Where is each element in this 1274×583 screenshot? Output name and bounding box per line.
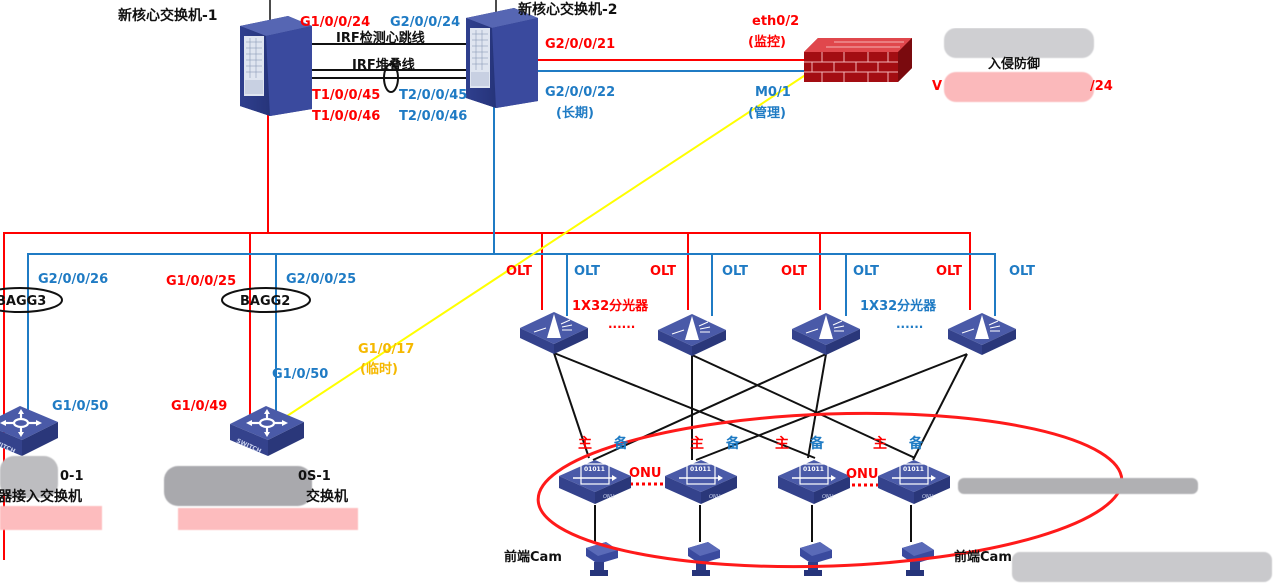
primary-label-3: 主 — [775, 435, 789, 452]
splitter-label-1: 1X32分光器 — [572, 298, 649, 314]
port-g2-0-0-22-note: (长期) — [556, 105, 594, 121]
olt-label-4: OLT — [722, 264, 748, 279]
irf-stack-label: IRF堆叠线 — [352, 57, 415, 73]
port-g1-0-0-25: G1/0/0/25 — [166, 274, 236, 289]
splitter-ellipsis-1: ...... — [608, 317, 635, 331]
labels: 新核心交换机-1 新核心交换机-2 G1/0/0/24 G2/0/0/24 IR… — [0, 1, 1113, 565]
backup-label-2: 备 — [725, 435, 741, 452]
firewall-port-suffix: /24 — [1090, 79, 1113, 94]
camera-label-right: 前端Cam — [954, 549, 1012, 565]
splitter-4[interactable] — [947, 312, 1017, 356]
core-switch-2-title: 新核心交换机-2 — [518, 1, 618, 18]
link-lines — [0, 0, 996, 560]
olt-label-1: OLT — [506, 264, 532, 279]
olt-label-5: OLT — [781, 264, 807, 279]
port-g2-0-0-22: G2/0/0/22 — [545, 85, 615, 100]
splitter-ellipsis-2: ...... — [896, 317, 923, 331]
olt-label-3: OLT — [650, 264, 676, 279]
left-switch-name-suffix: 0-1 — [60, 469, 84, 484]
port-g1-0-50-left: G1/0/50 — [52, 399, 108, 414]
irf-heartbeat-label: IRF检测心跳线 — [336, 30, 425, 46]
onu-label-2: ONU — [846, 467, 879, 482]
camera-3[interactable] — [800, 542, 832, 576]
port-g1-0-49: G1/0/49 — [171, 399, 227, 414]
port-g2-0-0-26: G2/0/0/26 — [38, 272, 108, 287]
bagg2-label: BAGG2 — [240, 294, 290, 309]
firewall-device[interactable] — [804, 38, 912, 82]
splitter-3[interactable] — [791, 312, 861, 356]
bagg2-ellipse — [221, 287, 311, 313]
access-switch-left[interactable] — [0, 404, 60, 458]
port-g2-0-0-21: G2/0/0/21 — [545, 37, 615, 52]
onu-3[interactable] — [777, 459, 851, 505]
core-switch-2[interactable] — [465, 7, 539, 109]
onu-1[interactable] — [558, 459, 632, 505]
mid-switch-name-suffix: 0S-1 — [298, 469, 331, 484]
firewall-eth-note: (监控) — [748, 34, 786, 50]
onu-label-1: ONU — [629, 466, 662, 481]
firewall-name-partial: 入侵防御 — [988, 56, 1040, 72]
core-switch-1-title: 新核心交换机-1 — [118, 7, 218, 24]
olt-label-6: OLT — [853, 264, 879, 279]
mid-switch-name-line2: 交换机 — [306, 488, 348, 505]
olt-label-2: OLT — [574, 264, 600, 279]
onu-2[interactable] — [664, 459, 738, 505]
access-switch-mid[interactable] — [228, 404, 306, 458]
splitter-1[interactable] — [519, 311, 589, 355]
port-g1-0-17: G1/0/17 — [358, 342, 414, 357]
port-g1-0-17-note: (临时) — [360, 361, 398, 377]
firewall-port-prefix: V — [932, 79, 942, 94]
firewall-mgmt-note: (管理) — [748, 105, 786, 121]
firewall-mgmt-port: M0/1 — [755, 85, 791, 100]
left-switch-name-line2: 器接入交换机 — [0, 488, 82, 505]
redacted-regions — [0, 28, 1272, 582]
irf-stack-bundle — [383, 63, 399, 93]
core-switch-1[interactable] — [239, 15, 313, 117]
port-g2-0-0-25: G2/0/0/25 — [286, 272, 356, 287]
port-g2-0-0-24: G2/0/0/24 — [390, 15, 460, 30]
port-t2-0-0-46: T2/0/0/46 — [399, 109, 467, 124]
bagg3-ellipse — [0, 287, 63, 313]
camera-label-left: 前端Cam — [504, 549, 562, 565]
red-trunk-line — [3, 232, 971, 560]
onu-4[interactable] — [877, 459, 951, 505]
port-g1-0-50-mid: G1/0/50 — [272, 367, 328, 382]
camera-2[interactable] — [688, 542, 720, 576]
primary-label-4: 主 — [873, 435, 887, 452]
backup-label-4: 备 — [908, 435, 924, 452]
olt-label-7: OLT — [936, 264, 962, 279]
olt-label-8: OLT — [1009, 264, 1035, 279]
bagg3-label: BAGG3 — [0, 294, 46, 309]
blue-trunk-line — [27, 253, 996, 412]
splitter-label-2: 1X32分光器 — [860, 298, 937, 314]
firewall-eth-port: eth0/2 — [752, 14, 799, 29]
primary-label-1: 主 — [578, 435, 592, 452]
temp-mgmt-line — [283, 71, 811, 419]
port-t1-0-0-45: T1/0/0/45 — [312, 88, 380, 103]
backup-label-3: 备 — [809, 435, 825, 452]
primary-label-2: 主 — [690, 435, 704, 452]
backup-label-1: 备 — [613, 435, 629, 452]
splitter-2[interactable] — [657, 313, 727, 357]
port-g1-0-0-24: G1/0/0/24 — [300, 15, 370, 30]
port-t2-0-0-45: T2/0/0/45 — [399, 88, 467, 103]
port-t1-0-0-46: T1/0/0/46 — [312, 109, 380, 124]
